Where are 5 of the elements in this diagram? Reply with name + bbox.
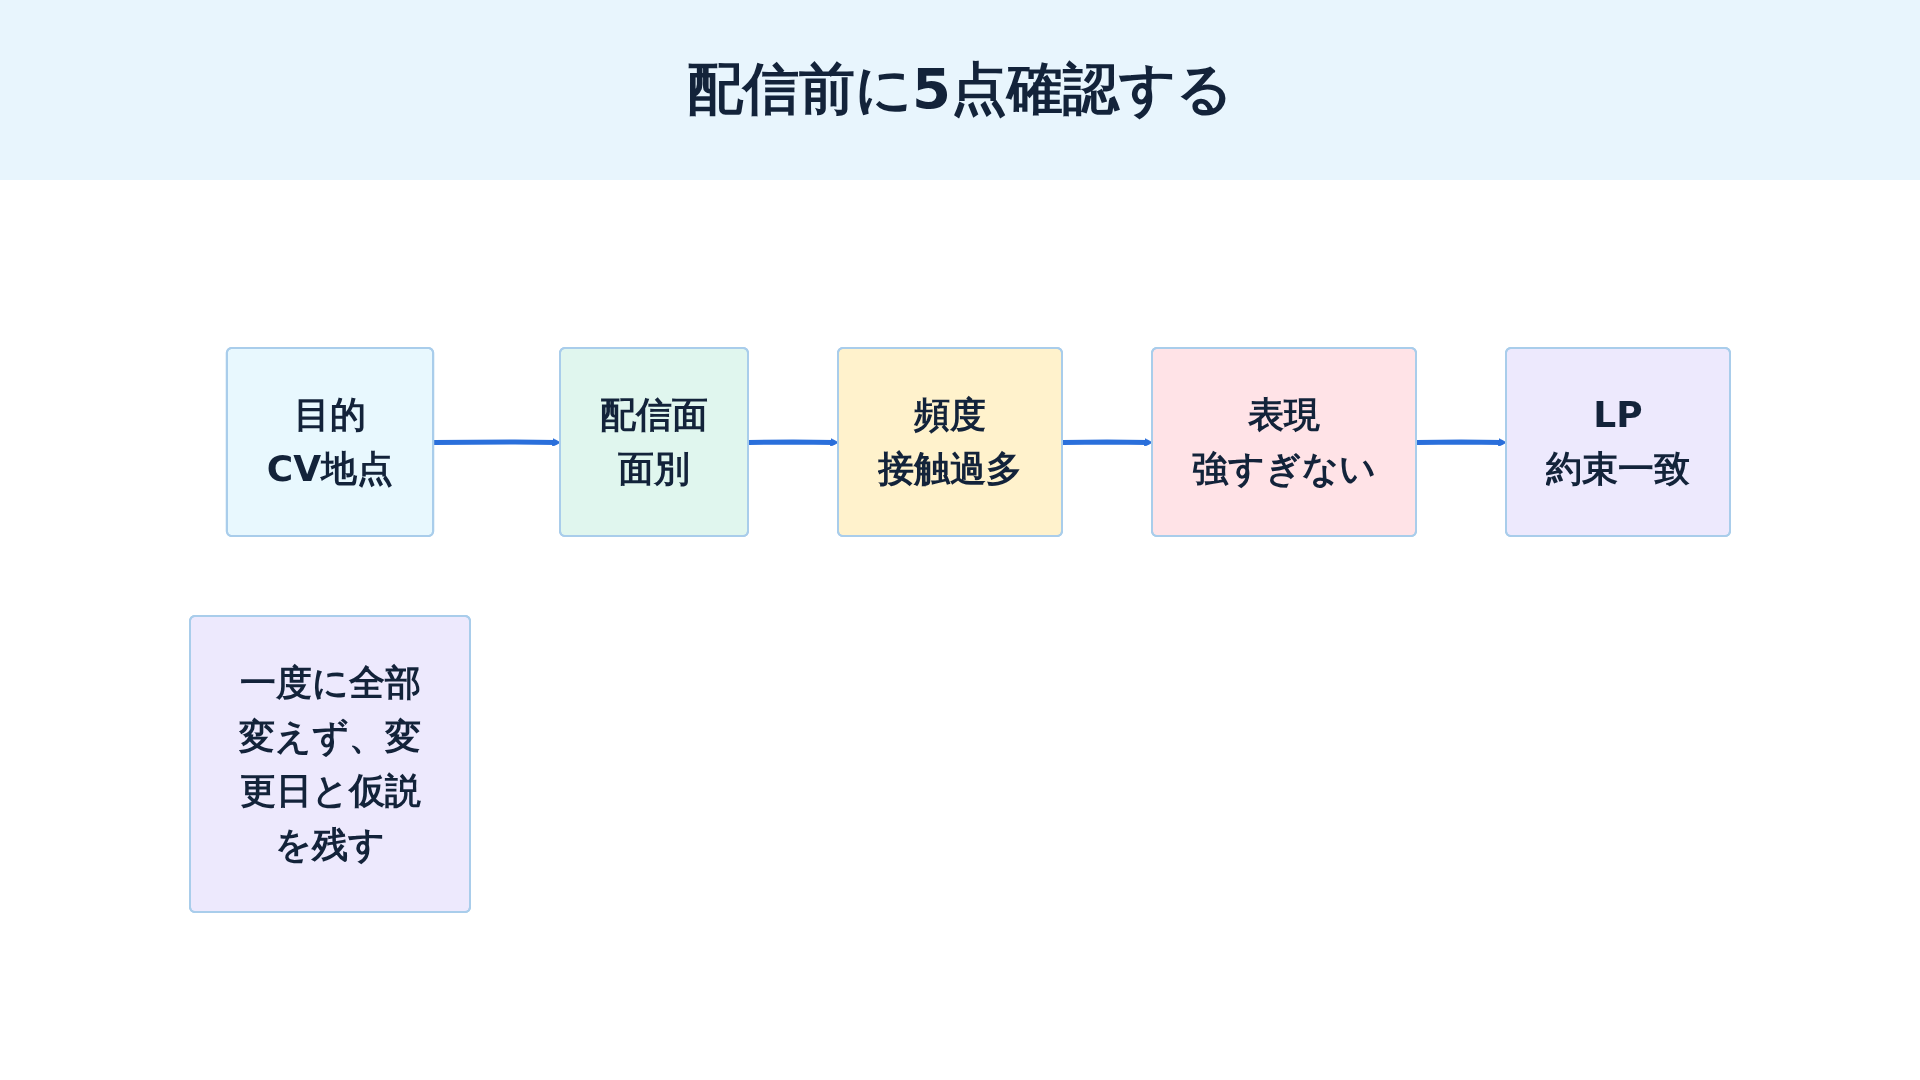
arrow [1416,438,1507,447]
arrow [433,438,561,447]
title: 配信前に5点確認する [687,55,1233,123]
arrow [748,438,839,447]
arrow [1062,438,1153,447]
